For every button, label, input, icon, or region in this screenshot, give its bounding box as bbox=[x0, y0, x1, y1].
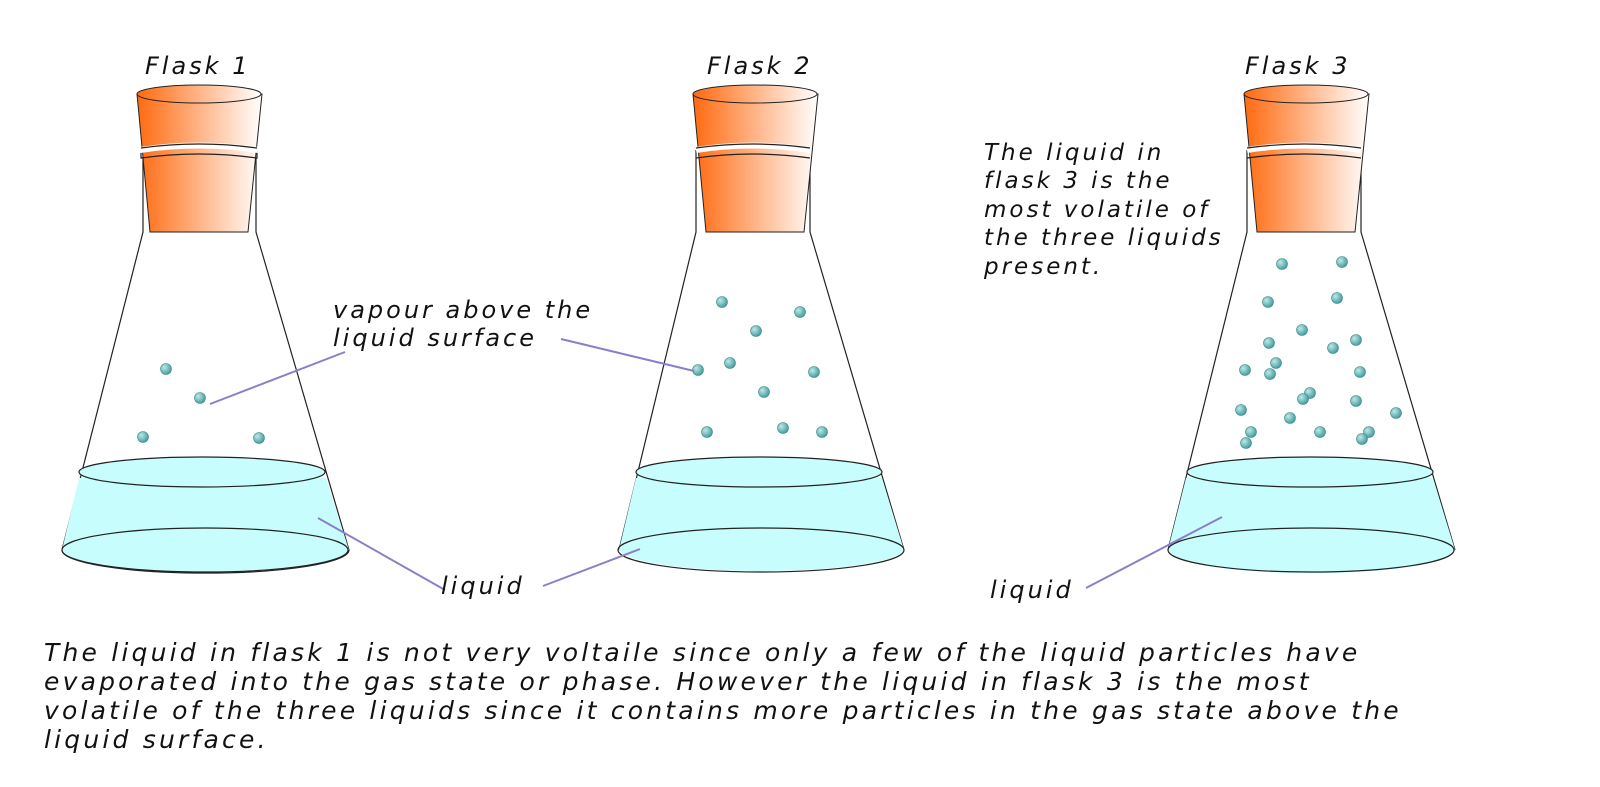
flask-3-note: The liquid in flask 3 is the most volati… bbox=[983, 140, 1224, 280]
gas-particle bbox=[1354, 366, 1366, 378]
liquid-label-right: liquid bbox=[990, 576, 1074, 604]
flask-3: Flask 3 bbox=[1167, 52, 1456, 574]
gas-particle bbox=[1331, 292, 1343, 304]
leader-liquid-flask1 bbox=[317, 517, 446, 591]
gas-particle bbox=[253, 432, 265, 444]
gas-particle bbox=[1264, 368, 1276, 380]
flask-1-title: Flask 1 bbox=[145, 52, 250, 80]
gas-particle bbox=[1276, 258, 1288, 270]
leader-vapour-flask2 bbox=[560, 338, 695, 372]
gas-particle bbox=[194, 392, 206, 404]
gas-particle bbox=[1336, 256, 1348, 268]
gas-particle bbox=[816, 426, 828, 438]
note-line-1: The liquid in bbox=[984, 140, 1164, 166]
flask-1-liquid bbox=[61, 456, 350, 574]
gas-particle bbox=[1270, 357, 1282, 369]
flask-1: Flask 1 bbox=[61, 52, 350, 574]
gas-particle bbox=[758, 386, 770, 398]
gas-particle bbox=[1296, 324, 1308, 336]
note-line-2: flask 3 is the bbox=[984, 168, 1173, 194]
leader-vapour-flask1 bbox=[209, 351, 346, 405]
paragraph-line-2: evaporated into the gas state or phase. … bbox=[44, 667, 1312, 696]
gas-particle bbox=[1297, 393, 1309, 405]
gas-particle bbox=[794, 306, 806, 318]
gas-particle bbox=[1239, 364, 1251, 376]
gas-particle bbox=[160, 363, 172, 375]
note-line-3: most volatile of bbox=[984, 197, 1210, 223]
note-line-5: present. bbox=[983, 254, 1103, 280]
gas-particle bbox=[1240, 437, 1252, 449]
vapour-particles bbox=[137, 256, 1402, 449]
gas-particle bbox=[1262, 296, 1274, 308]
note-line-4: the three liquids bbox=[984, 225, 1224, 251]
gas-particle bbox=[701, 426, 713, 438]
gas-particle bbox=[808, 366, 820, 378]
flask-2: Flask 2 bbox=[617, 52, 905, 573]
paragraph-line-3: volatile of the three liquids since it c… bbox=[44, 696, 1402, 725]
gas-particle bbox=[1314, 426, 1326, 438]
flask-3-title: Flask 3 bbox=[1245, 52, 1350, 80]
gas-particle bbox=[1245, 426, 1257, 438]
gas-particle bbox=[1284, 412, 1296, 424]
flask-3-liquid bbox=[1167, 456, 1455, 574]
vapour-label-line2: liquid surface bbox=[333, 324, 537, 352]
gas-particle bbox=[716, 296, 728, 308]
vapour-label-line1: vapour above the bbox=[333, 296, 593, 324]
gas-particle bbox=[1390, 407, 1402, 419]
gas-particle bbox=[137, 431, 149, 443]
flask-2-cork bbox=[692, 84, 819, 233]
flask-3-cork bbox=[1243, 84, 1370, 233]
flask-2-liquid bbox=[617, 456, 905, 573]
gas-particle bbox=[692, 364, 704, 376]
leader-lines bbox=[209, 338, 1223, 591]
gas-particle bbox=[724, 357, 736, 369]
gas-particle bbox=[1350, 334, 1362, 346]
gas-particle bbox=[1327, 342, 1339, 354]
flask-2-title: Flask 2 bbox=[707, 52, 812, 80]
leader-liquid-flask2 bbox=[542, 548, 641, 587]
liquid-label-middle: liquid bbox=[441, 572, 525, 600]
flask-1-cork bbox=[136, 84, 263, 233]
gas-particle bbox=[1263, 337, 1275, 349]
gas-particle bbox=[1235, 404, 1247, 416]
paragraph-line-4: liquid surface. bbox=[44, 725, 269, 754]
leader-liquid-flask3 bbox=[1085, 516, 1223, 589]
gas-particle bbox=[1350, 395, 1362, 407]
gas-particle bbox=[1356, 433, 1368, 445]
gas-particle bbox=[1363, 426, 1375, 438]
gas-particle bbox=[777, 422, 789, 434]
explanation-paragraph: The liquid in flask 1 is not very voltai… bbox=[44, 638, 1402, 754]
paragraph-line-1: The liquid in flask 1 is not very voltai… bbox=[44, 638, 1360, 667]
gas-particle bbox=[750, 325, 762, 337]
